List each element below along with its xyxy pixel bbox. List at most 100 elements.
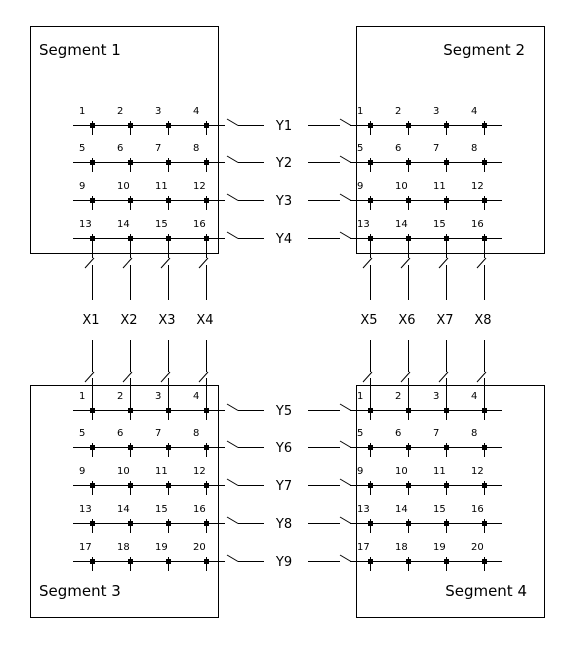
node-number: 15 <box>433 504 446 515</box>
y-switch-right <box>339 193 352 201</box>
node-number: 16 <box>471 219 484 230</box>
node-dot <box>204 198 209 203</box>
x-switch-top <box>160 257 171 269</box>
node-number: 7 <box>433 428 439 439</box>
segment-3-box <box>30 385 219 618</box>
segment-3-title: Segment 3 <box>39 582 121 600</box>
x-switch-top <box>438 257 449 269</box>
x-label-2: X2 <box>120 313 137 328</box>
node-number: 16 <box>471 504 484 515</box>
node-dot <box>166 123 171 128</box>
node-number: 4 <box>193 106 199 117</box>
node-number: 10 <box>395 466 408 477</box>
node-dot <box>482 123 487 128</box>
node-number: 8 <box>471 428 477 439</box>
node-dot <box>128 483 133 488</box>
node-number: 4 <box>471 106 477 117</box>
node-number: 6 <box>117 143 123 154</box>
node-number: 16 <box>193 504 206 515</box>
y-label-3: Y3 <box>275 194 292 209</box>
node-dot <box>482 236 487 241</box>
y-switch-right <box>339 478 352 486</box>
node-dot <box>444 483 449 488</box>
node-number: 15 <box>433 219 446 230</box>
node-number: 6 <box>395 143 401 154</box>
node-dot <box>368 160 373 165</box>
node-dot <box>90 559 95 564</box>
node-dot <box>444 445 449 450</box>
node-number: 7 <box>155 143 161 154</box>
node-dot <box>368 445 373 450</box>
node-dot <box>90 160 95 165</box>
node-number: 13 <box>79 219 92 230</box>
node-dot <box>90 408 95 413</box>
x-switch-top <box>198 257 209 269</box>
node-dot <box>406 236 411 241</box>
node-number: 8 <box>193 143 199 154</box>
node-number: 20 <box>471 542 484 553</box>
node-dot <box>166 198 171 203</box>
node-number: 3 <box>155 106 161 117</box>
x-label-7: X7 <box>436 313 453 328</box>
node-dot <box>406 408 411 413</box>
switch-wires <box>84 118 487 562</box>
node-dot <box>368 236 373 241</box>
segment-2-title: Segment 2 <box>443 41 525 59</box>
y-switch-right <box>339 554 352 562</box>
node-number: 9 <box>79 466 85 477</box>
x-line-labels: X1 X2 X3 X4 X5 X6 X7 X8 <box>82 313 491 328</box>
node-dot <box>482 521 487 526</box>
node-dot <box>368 559 373 564</box>
y-label-4: Y4 <box>275 232 292 247</box>
node-dot <box>166 521 171 526</box>
node-number: 5 <box>357 143 363 154</box>
node-number: 17 <box>79 542 92 553</box>
node-dot <box>482 559 487 564</box>
y-label-6: Y6 <box>275 441 292 456</box>
node-number: 13 <box>357 504 370 515</box>
node-dot <box>406 445 411 450</box>
node-number: 12 <box>193 181 206 192</box>
node-dot <box>90 198 95 203</box>
node-dot <box>90 123 95 128</box>
node-number: 14 <box>395 219 408 230</box>
y-switch-left <box>226 155 239 163</box>
node-number: 3 <box>433 391 439 402</box>
node-dot <box>204 521 209 526</box>
node-dot <box>128 198 133 203</box>
y-label-2: Y2 <box>275 156 292 171</box>
node-number: 2 <box>395 391 401 402</box>
node-number: 10 <box>395 181 408 192</box>
node-dot <box>90 521 95 526</box>
node-number: 11 <box>155 181 168 192</box>
node-number: 14 <box>117 504 130 515</box>
node-number: 1 <box>357 106 363 117</box>
y-switch-left <box>226 193 239 201</box>
node-number: 1 <box>79 391 85 402</box>
y-switch-left <box>226 440 239 448</box>
node-dot <box>128 559 133 564</box>
node-dot <box>444 236 449 241</box>
node-dot <box>406 198 411 203</box>
node-number: 6 <box>395 428 401 439</box>
node-dot <box>368 198 373 203</box>
node-number: 8 <box>193 428 199 439</box>
node-dot <box>90 445 95 450</box>
node-number: 3 <box>155 391 161 402</box>
node-number: 5 <box>79 428 85 439</box>
node-number: 19 <box>433 542 446 553</box>
y-switch-left <box>226 231 239 239</box>
x-switch-bottom <box>438 371 449 383</box>
node-dot <box>204 123 209 128</box>
x-switch-bottom <box>84 371 95 383</box>
node-dot <box>406 483 411 488</box>
node-number: 11 <box>155 466 168 477</box>
segment-2-box <box>356 26 545 254</box>
node-number: 8 <box>471 143 477 154</box>
node-number: 2 <box>117 106 123 117</box>
node-number: 13 <box>357 219 370 230</box>
node-number: 2 <box>117 391 123 402</box>
